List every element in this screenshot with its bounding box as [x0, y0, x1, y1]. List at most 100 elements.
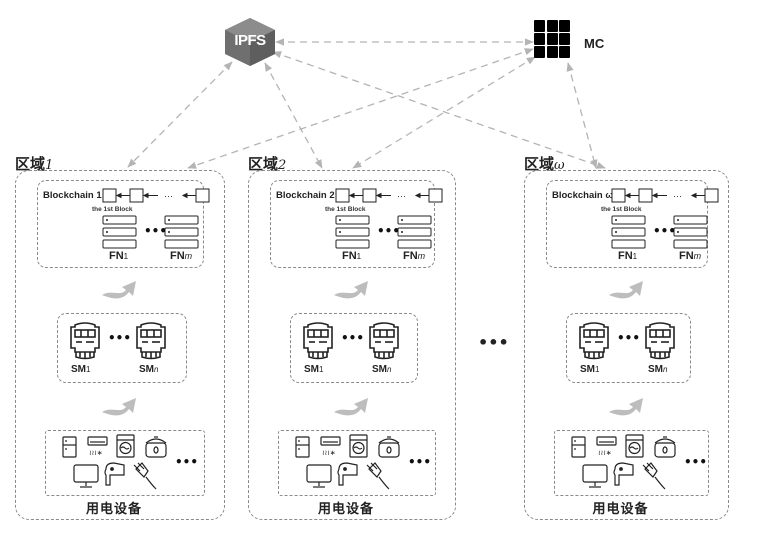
smart-meter-box: [290, 313, 418, 383]
washing-machine-icon: [625, 434, 644, 458]
fn-first-label: FN1: [342, 250, 362, 262]
sm-last-label: SMn: [372, 364, 392, 375]
smart-meter-box: [57, 313, 187, 383]
upward-flow-arrow: [102, 398, 136, 416]
refrigerator-icon: [62, 436, 77, 458]
last-block-icon: [195, 188, 210, 203]
smart-meter-icon: [136, 322, 166, 360]
region-boundary: [15, 170, 225, 520]
rice-cooker-icon: [378, 436, 400, 458]
devices-box: [278, 430, 436, 496]
power-plug-icon: [642, 462, 666, 490]
region-boundary: [524, 170, 729, 520]
block-chain: ···: [335, 188, 443, 203]
rice-cooker-icon: [654, 436, 676, 458]
mc-label: MC: [584, 36, 605, 51]
air-conditioner-icon: ≀≀≀∗: [87, 436, 108, 457]
refrigerator-icon: [571, 436, 586, 458]
between-regions-ellipsis: •••: [478, 333, 509, 352]
first-block-icon: [335, 188, 350, 203]
block-chain: ···: [611, 188, 719, 203]
server-icon: [102, 215, 137, 249]
fn-last-label: FNm: [403, 250, 426, 262]
server-icon: [164, 215, 199, 249]
region-title-prefix: 区域: [15, 155, 46, 173]
fn-first-label: FN1: [109, 250, 129, 262]
server-icon: [611, 215, 646, 249]
region-title: 区域1: [15, 153, 53, 174]
tv-monitor-icon: [73, 464, 99, 488]
region-title: 区域ω: [524, 153, 565, 174]
tv-monitor-icon: [306, 464, 332, 488]
sm-last-label: SMn: [648, 364, 668, 375]
chain-ellipsis: ···: [164, 191, 173, 201]
refrigerator-icon: [295, 436, 310, 458]
fn-ellipsis: •••: [653, 224, 677, 238]
chain-ellipsis: ···: [673, 191, 682, 201]
devices-ellipsis: •••: [684, 455, 708, 469]
devices-box: [45, 430, 205, 496]
last-block-icon: [428, 188, 443, 203]
hair-dryer-icon: [613, 462, 634, 486]
server-icon: [397, 215, 432, 249]
fn-ellipsis: •••: [144, 224, 168, 238]
grid-3x3-icon: [534, 20, 570, 58]
power-plug-icon: [366, 462, 390, 490]
devices-icons: ≀≀≀∗: [571, 434, 676, 490]
block-icon: [362, 188, 377, 203]
region-title: 区域2: [248, 153, 286, 174]
sm-ellipsis: •••: [341, 331, 365, 345]
smart-meter-icon: [70, 322, 100, 360]
server-icon: [673, 215, 708, 249]
upward-flow-arrow: [334, 281, 368, 299]
wire-mc-region-2: [352, 56, 536, 169]
hair-dryer-icon: [104, 462, 125, 486]
smart-meter-icon: [579, 322, 609, 360]
washing-machine-icon: [116, 434, 135, 458]
smart-meter-icon: [645, 322, 675, 360]
air-conditioner-icon: ≀≀≀∗: [320, 436, 341, 457]
hair-dryer-icon: [337, 462, 358, 486]
blockchain-label: Blockchain ω: [552, 190, 614, 201]
blockchain-label: Blockchain 1: [43, 190, 102, 201]
region-title-prefix: 区域: [248, 155, 279, 173]
fn-ellipsis: •••: [377, 224, 401, 238]
devices-label: 用电设备: [318, 502, 375, 517]
hexagon-cube-icon: [225, 18, 275, 66]
devices-icons: ≀≀≀∗: [295, 434, 400, 490]
blockchain-box: [270, 180, 435, 268]
devices-icons: ≀≀≀∗: [62, 434, 167, 490]
ipfs-label: IPFS: [234, 32, 266, 49]
block-icon: [638, 188, 653, 203]
upward-flow-arrow: [334, 398, 368, 416]
washing-machine-icon: [349, 434, 368, 458]
devices-label: 用电设备: [86, 502, 143, 517]
region-title-index: 1: [45, 158, 54, 173]
devices-ellipsis: •••: [408, 455, 432, 469]
rice-cooker-icon: [145, 436, 167, 458]
devices-ellipsis: •••: [175, 455, 199, 469]
first-block-label: the 1st Block: [325, 206, 366, 213]
upward-flow-arrow: [102, 281, 136, 299]
upward-flow-arrow: [608, 398, 643, 416]
block-icon: [129, 188, 144, 203]
region-title-index: ω: [554, 158, 565, 173]
devices-box: [554, 430, 709, 496]
blockchain-box: [37, 180, 204, 268]
wire-mc-region-omega: [566, 62, 598, 169]
sm-first-label: SM1: [580, 364, 600, 375]
smart-meter-icon: [369, 322, 399, 360]
power-plug-icon: [133, 462, 157, 490]
first-block-icon: [611, 188, 626, 203]
region-title-index: 2: [278, 158, 287, 173]
first-block-icon: [102, 188, 117, 203]
wire-ipfs-region-omega: [272, 51, 606, 169]
first-block-label: the 1st Block: [601, 206, 642, 213]
fn-last-label: FNm: [170, 250, 193, 262]
smart-meter-box: [566, 313, 691, 383]
tv-monitor-icon: [582, 464, 608, 488]
air-conditioner-icon: ≀≀≀∗: [596, 436, 617, 457]
sm-first-label: SM1: [71, 364, 91, 375]
svg-text:≀≀≀∗: ≀≀≀∗: [322, 449, 336, 457]
last-block-icon: [704, 188, 719, 203]
